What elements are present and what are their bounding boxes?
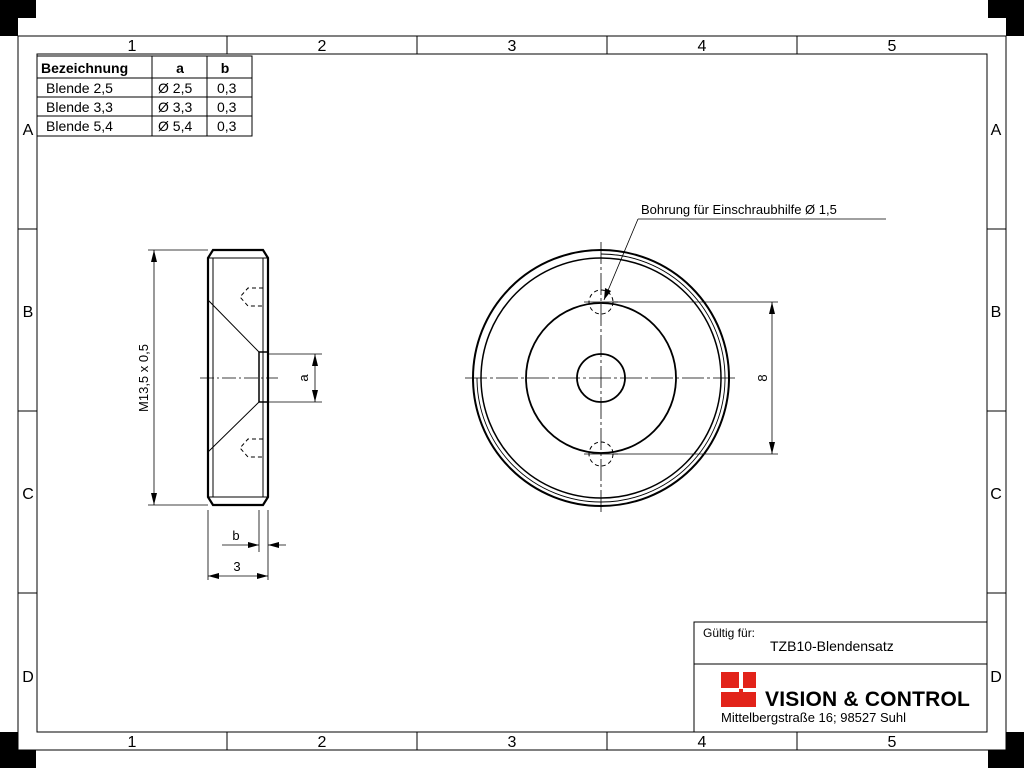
valid-for-label: Gültig für:	[703, 626, 755, 640]
zone-col-5-bottom: 5	[888, 734, 897, 751]
table-cell: 0,3	[217, 99, 237, 115]
table-cell: Ø 2,5	[158, 80, 192, 96]
zone-row-d-right: D	[990, 669, 1002, 686]
zone-col-2-top: 2	[318, 38, 327, 55]
title-block	[693, 621, 988, 733]
front-view	[465, 242, 737, 514]
hole-distance-arrows	[769, 302, 775, 454]
zone-col-4-top: 4	[698, 38, 707, 55]
zone-row-a-right: A	[991, 122, 1002, 139]
annotation-text: Bohrung für Einschraubhilfe Ø 1,5	[641, 202, 837, 217]
zone-col-2-bottom: 2	[318, 734, 327, 751]
zone-row-a-left: A	[23, 122, 34, 139]
zone-labels: 1 2 3 4 5 1 2 3 4 5 A B C D A B C D	[22, 38, 1002, 751]
side-view	[200, 248, 278, 507]
zone-row-d-left: D	[22, 669, 34, 686]
table-cell: 0,3	[217, 80, 237, 96]
drawing-frame	[17, 35, 1007, 751]
bore-dimension-label: a	[296, 374, 311, 382]
table-header-name: Bezeichnung	[41, 60, 128, 76]
zone-col-4-bottom: 4	[698, 734, 707, 751]
thread-dimension-label: M13,5 x 0,5	[136, 344, 151, 412]
zone-col-1-top: 1	[128, 38, 137, 55]
annotation-arrow	[604, 288, 611, 300]
zone-row-c-left: C	[22, 486, 34, 503]
company-address: Mittelbergstraße 16; 98527 Suhl	[721, 710, 906, 725]
zone-col-5-top: 5	[888, 38, 897, 55]
table-cell: Blende 5,4	[46, 118, 113, 134]
zone-row-c-right: C	[990, 486, 1002, 503]
dimension-arrows	[151, 250, 318, 579]
table-cell: 0,3	[217, 118, 237, 134]
zone-row-b-right: B	[991, 304, 1002, 321]
company-logo-icon	[721, 672, 756, 707]
table-header-b: b	[221, 60, 230, 76]
parts-table: Bezeichnung a b Blende 2,5 Ø 2,5 0,3 Ble…	[36, 55, 253, 137]
zone-col-3-bottom: 3	[508, 734, 517, 751]
annotation-leader	[603, 218, 886, 301]
table-cell: Ø 3,3	[158, 99, 192, 115]
hole-distance-dimension	[613, 301, 778, 455]
zone-col-3-top: 3	[508, 38, 517, 55]
hole-distance-label: 8	[755, 374, 770, 381]
recess-dimension-label: b	[232, 528, 239, 543]
zone-col-1-bottom: 1	[128, 734, 137, 751]
table-cell: Ø 5,4	[158, 118, 192, 134]
zone-row-b-left: B	[23, 304, 34, 321]
thickness-dimension-label: 3	[233, 559, 240, 574]
table-header-a: a	[176, 60, 184, 76]
table-cell: Blende 2,5	[46, 80, 113, 96]
table-cell: Blende 3,3	[46, 99, 113, 115]
company-name: VISION & CONTROL	[765, 688, 970, 711]
valid-for-value: TZB10-Blendensatz	[770, 638, 894, 654]
